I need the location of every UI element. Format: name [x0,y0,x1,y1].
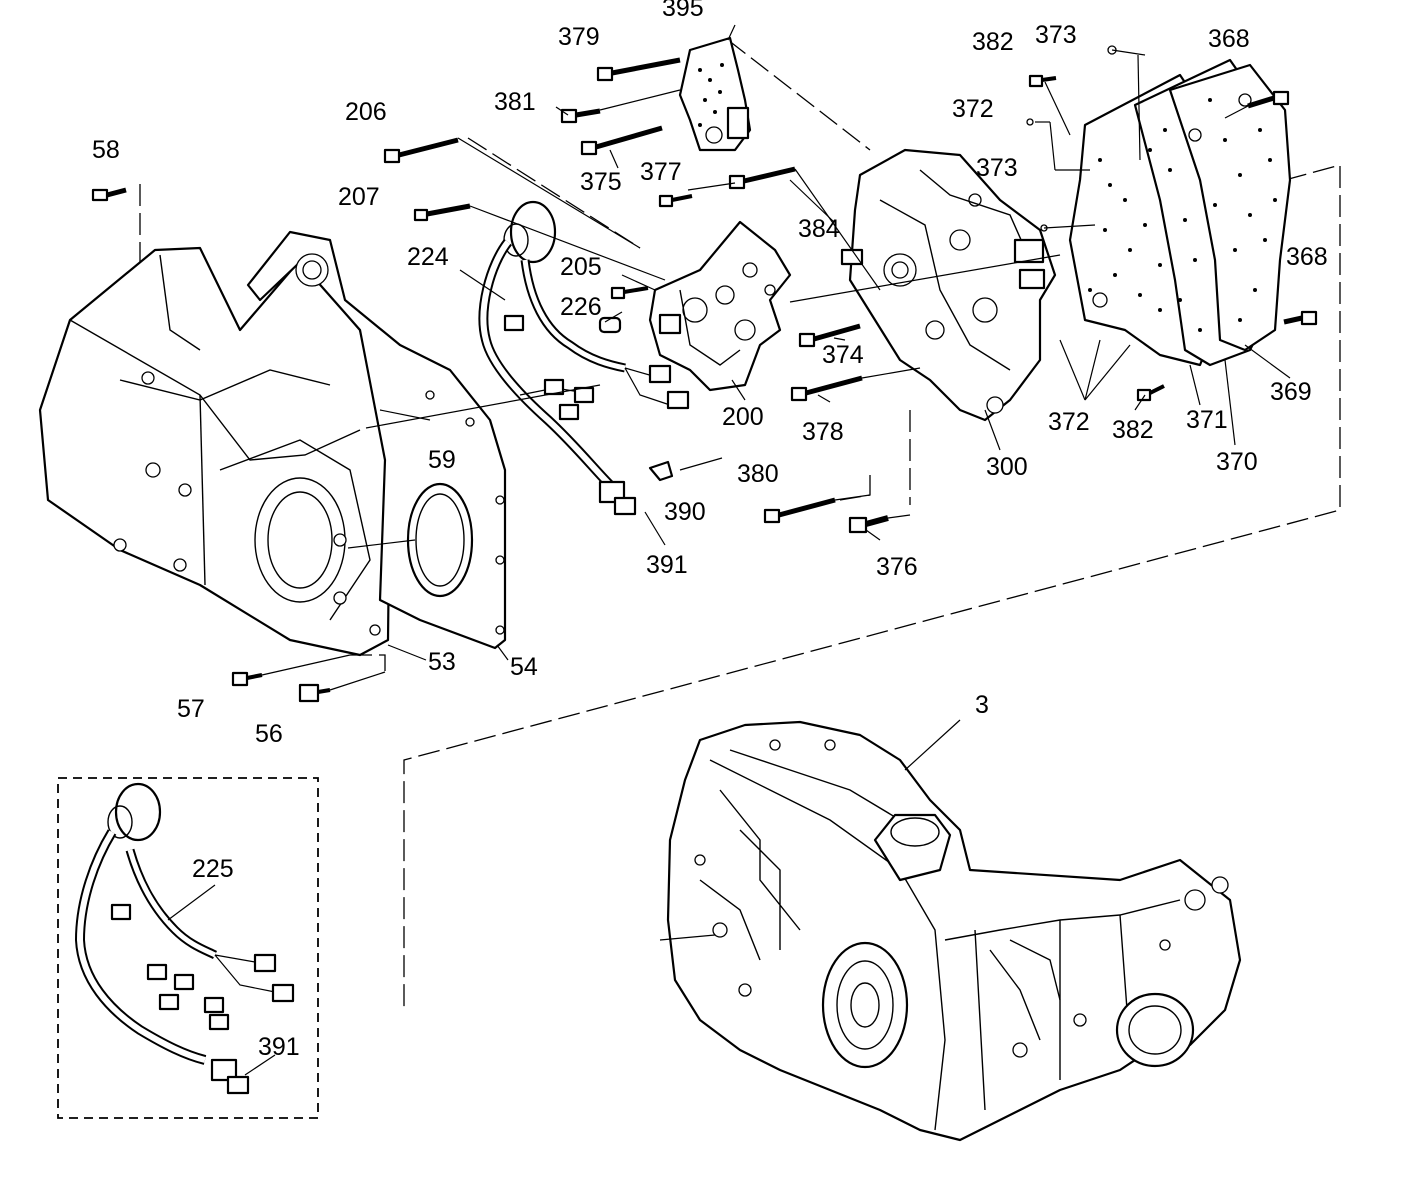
callout-57: 57 [177,695,205,723]
callout-200: 200 [722,403,764,431]
callout-207: 207 [338,183,380,211]
callout-369: 369 [1270,378,1312,406]
case-side-cover [38,246,392,657]
leader-lines [167,24,1291,1076]
callout-206: 206 [345,98,387,126]
callout-370: 370 [1216,448,1258,476]
callout-226: 226 [560,293,602,321]
callout-373-mid: 373 [976,154,1018,182]
callout-205: 205 [560,253,602,281]
callout-373-top: 373 [1035,21,1077,49]
callout-53: 53 [428,648,456,676]
callout-372-bottom: 372 [1048,408,1090,436]
callout-395: 395 [662,0,704,22]
callout-368-mid: 368 [1286,243,1328,271]
callout-224: 224 [407,243,449,271]
callout-376: 376 [876,553,918,581]
callout-381: 381 [494,88,536,116]
callout-300: 300 [986,453,1028,481]
callout-225: 225 [192,855,234,883]
callout-382-top: 382 [972,28,1014,56]
callout-379: 379 [558,23,600,51]
pressure-switch-assembly-200 [598,220,792,392]
callout-378: 378 [802,418,844,446]
callout-56: 56 [255,720,283,748]
callout-3: 3 [975,691,989,719]
callout-labels: 395 379 381 375 377 206 207 224 205 226 … [92,0,1328,1061]
callout-371: 371 [1186,406,1228,434]
callout-384: 384 [798,215,840,243]
seal-ring [347,482,474,598]
callout-375: 375 [580,168,622,196]
inset-detail-box [57,777,319,1119]
callout-377: 377 [640,158,682,186]
callout-372-top: 372 [952,95,994,123]
wiring-harness-224 [478,200,690,516]
callout-390: 390 [664,498,706,526]
callout-59: 59 [428,446,456,474]
callout-391-inset: 391 [258,1033,300,1061]
callout-380: 380 [737,460,779,488]
transmission-assembly-3 [659,720,1242,1142]
wiring-harness-225 [75,782,295,1095]
callout-54: 54 [510,653,538,681]
callout-382-bottom: 382 [1112,416,1154,444]
spacer-plate-stack [1068,58,1292,367]
callout-368-top: 368 [1208,25,1250,53]
control-valve-body-300 [840,148,1057,422]
cover-plate-395 [678,36,752,152]
callout-58: 58 [92,136,120,164]
callout-391: 391 [646,551,688,579]
bolts [91,45,1318,703]
callout-374: 374 [822,341,864,369]
